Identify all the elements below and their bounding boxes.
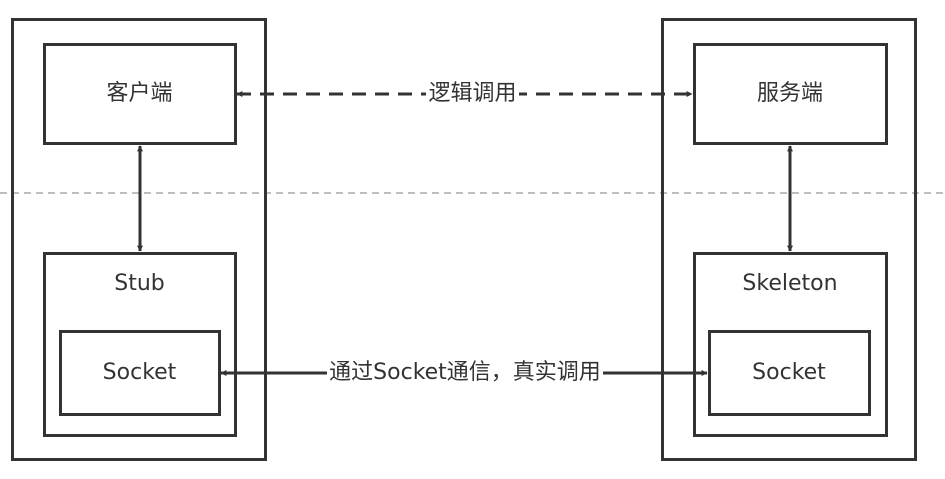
client-socket-label: Socket <box>102 360 177 385</box>
server-label: 服务端 <box>756 81 823 106</box>
client-socket-node[interactable] <box>59 330 221 416</box>
server-socket-label: Socket <box>752 360 826 385</box>
stub-label: Stub <box>114 271 165 296</box>
client-node[interactable] <box>43 43 237 145</box>
server-node[interactable] <box>693 43 888 145</box>
client-side-container <box>11 18 267 461</box>
skeleton-label: Skeleton <box>742 271 838 296</box>
client-label: 客户端 <box>106 81 173 106</box>
server-side-container <box>661 18 917 461</box>
server-socket-node[interactable] <box>708 330 871 416</box>
